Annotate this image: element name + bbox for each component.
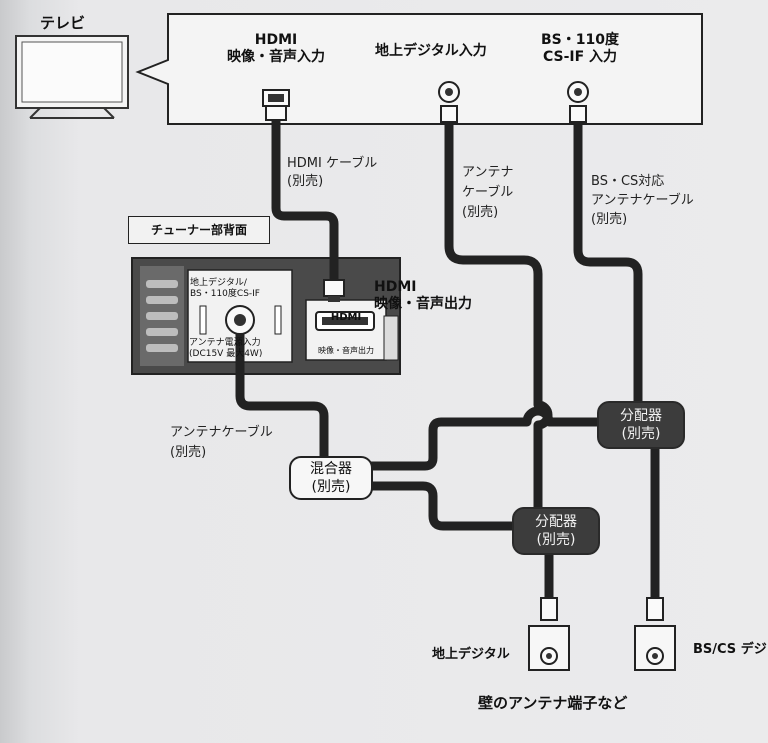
hdmi-cable [271, 120, 339, 282]
hdmi-output-line1: HDMI [374, 279, 417, 295]
tuner-led [199, 305, 207, 335]
terrestrial-input-label: 地上デジタル入力 [375, 43, 487, 59]
tuner-rear-label: チューナー部背面 [128, 216, 270, 244]
wall-terminal-caption: 壁のアンテナ端子など [478, 694, 628, 712]
antenna-cable2-line2: (別売) [170, 445, 207, 460]
bs-tv-port [567, 81, 589, 123]
tuner-power-label: アンテナ電源入力 (DC15V 最大4W) [189, 338, 262, 360]
mixer-line2: (別売) [311, 479, 351, 495]
tv-title: テレビ [40, 14, 86, 32]
splitter2-line2: (別売) [536, 532, 576, 548]
hdmi-cable-label: HDMI ケーブル (別売) [287, 155, 377, 191]
mixer-to-splitter1-cable [369, 406, 597, 471]
hdmi-input-line1: HDMI [254, 32, 298, 48]
splitter1-line2: (別売) [621, 426, 661, 442]
splitter1-line1: 分配器 [620, 408, 662, 424]
antenna-cable1-label: アンテナ ケーブル (別売) [462, 163, 513, 223]
tuner-port-line2: BS・110度CS-IF [190, 289, 260, 299]
mixer-line1: 混合器 [310, 461, 352, 477]
hdmi-output-label: HDMI 映像・音声出力 [374, 279, 472, 313]
antenna-cable2-label: アンテナケーブル (別売) [170, 423, 273, 463]
hdmi-input-line2: 映像・音声入力 [227, 49, 325, 65]
antenna-cable2-line1: アンテナケーブル [170, 425, 273, 440]
mixer-box: 混合器 (別売) [289, 456, 373, 500]
bs-cable-line3: (別売) [591, 212, 628, 227]
hdmi-output-line2: 映像・音声出力 [374, 296, 472, 312]
tuner-hdmi-logo: HDMI [330, 312, 362, 323]
tuner-port-label: 地上デジタル/ BS・110度CS-IF [190, 278, 260, 300]
bs-cable-label: BS・CS対応 アンテナケーブル (別売) [591, 172, 694, 229]
tv-icon [15, 35, 129, 119]
bs-cs-wall-label: BS/CS デジ [693, 642, 767, 657]
bs-cs-cable [573, 122, 643, 401]
tv-input-panel [135, 13, 703, 125]
hdmi-tuner-plug [323, 279, 345, 302]
bs-cs-wall-outlet [634, 597, 676, 671]
mixer-to-splitter2-cable [369, 481, 512, 531]
tuner-power-line1: アンテナ電源入力 [189, 338, 261, 348]
splitter2-line1: 分配器 [535, 514, 577, 530]
tuner-power-line2: (DC15V 最大4W) [189, 349, 263, 359]
hdmi-tv-connector [262, 89, 290, 121]
bs-input-label: BS・110度 CS-IF 入力 [524, 32, 636, 66]
terrestrial-wall-label: 地上デジタル [432, 647, 510, 662]
terrestrial-wall-outlet [528, 597, 570, 671]
bs-cable-line2: アンテナケーブル [591, 193, 694, 208]
tuner-port-line1: 地上デジタル/ [190, 278, 247, 288]
antenna-cable1-line3: (別売) [462, 205, 499, 220]
tuner-antenna-port [225, 305, 255, 335]
hdmi-cable-line1: HDMI ケーブル [287, 156, 378, 171]
antenna-cable1-line2: ケーブル [462, 185, 514, 200]
bs-input-line2: CS-IF 入力 [542, 49, 618, 65]
hdmi-cable-line2: (別売) [287, 174, 324, 189]
bs-input-line1: BS・110度 [541, 32, 619, 48]
terrestrial-tv-port [438, 81, 460, 123]
splitter1-box: 分配器 (別売) [597, 401, 685, 449]
antenna-cable1-line1: アンテナ [462, 165, 514, 180]
hdmi-input-label: HDMI 映像・音声入力 [217, 32, 335, 66]
bs-cable-line1: BS・CS対応 [591, 174, 665, 189]
tuner-antenna-cable [235, 334, 329, 456]
tuner-hdmi-port-label: HDMI 映像・音声出力 [310, 312, 382, 356]
splitter2-box: 分配器 (別売) [512, 507, 600, 555]
tuner-hdmi-port-text: 映像・音声出力 [318, 346, 374, 355]
